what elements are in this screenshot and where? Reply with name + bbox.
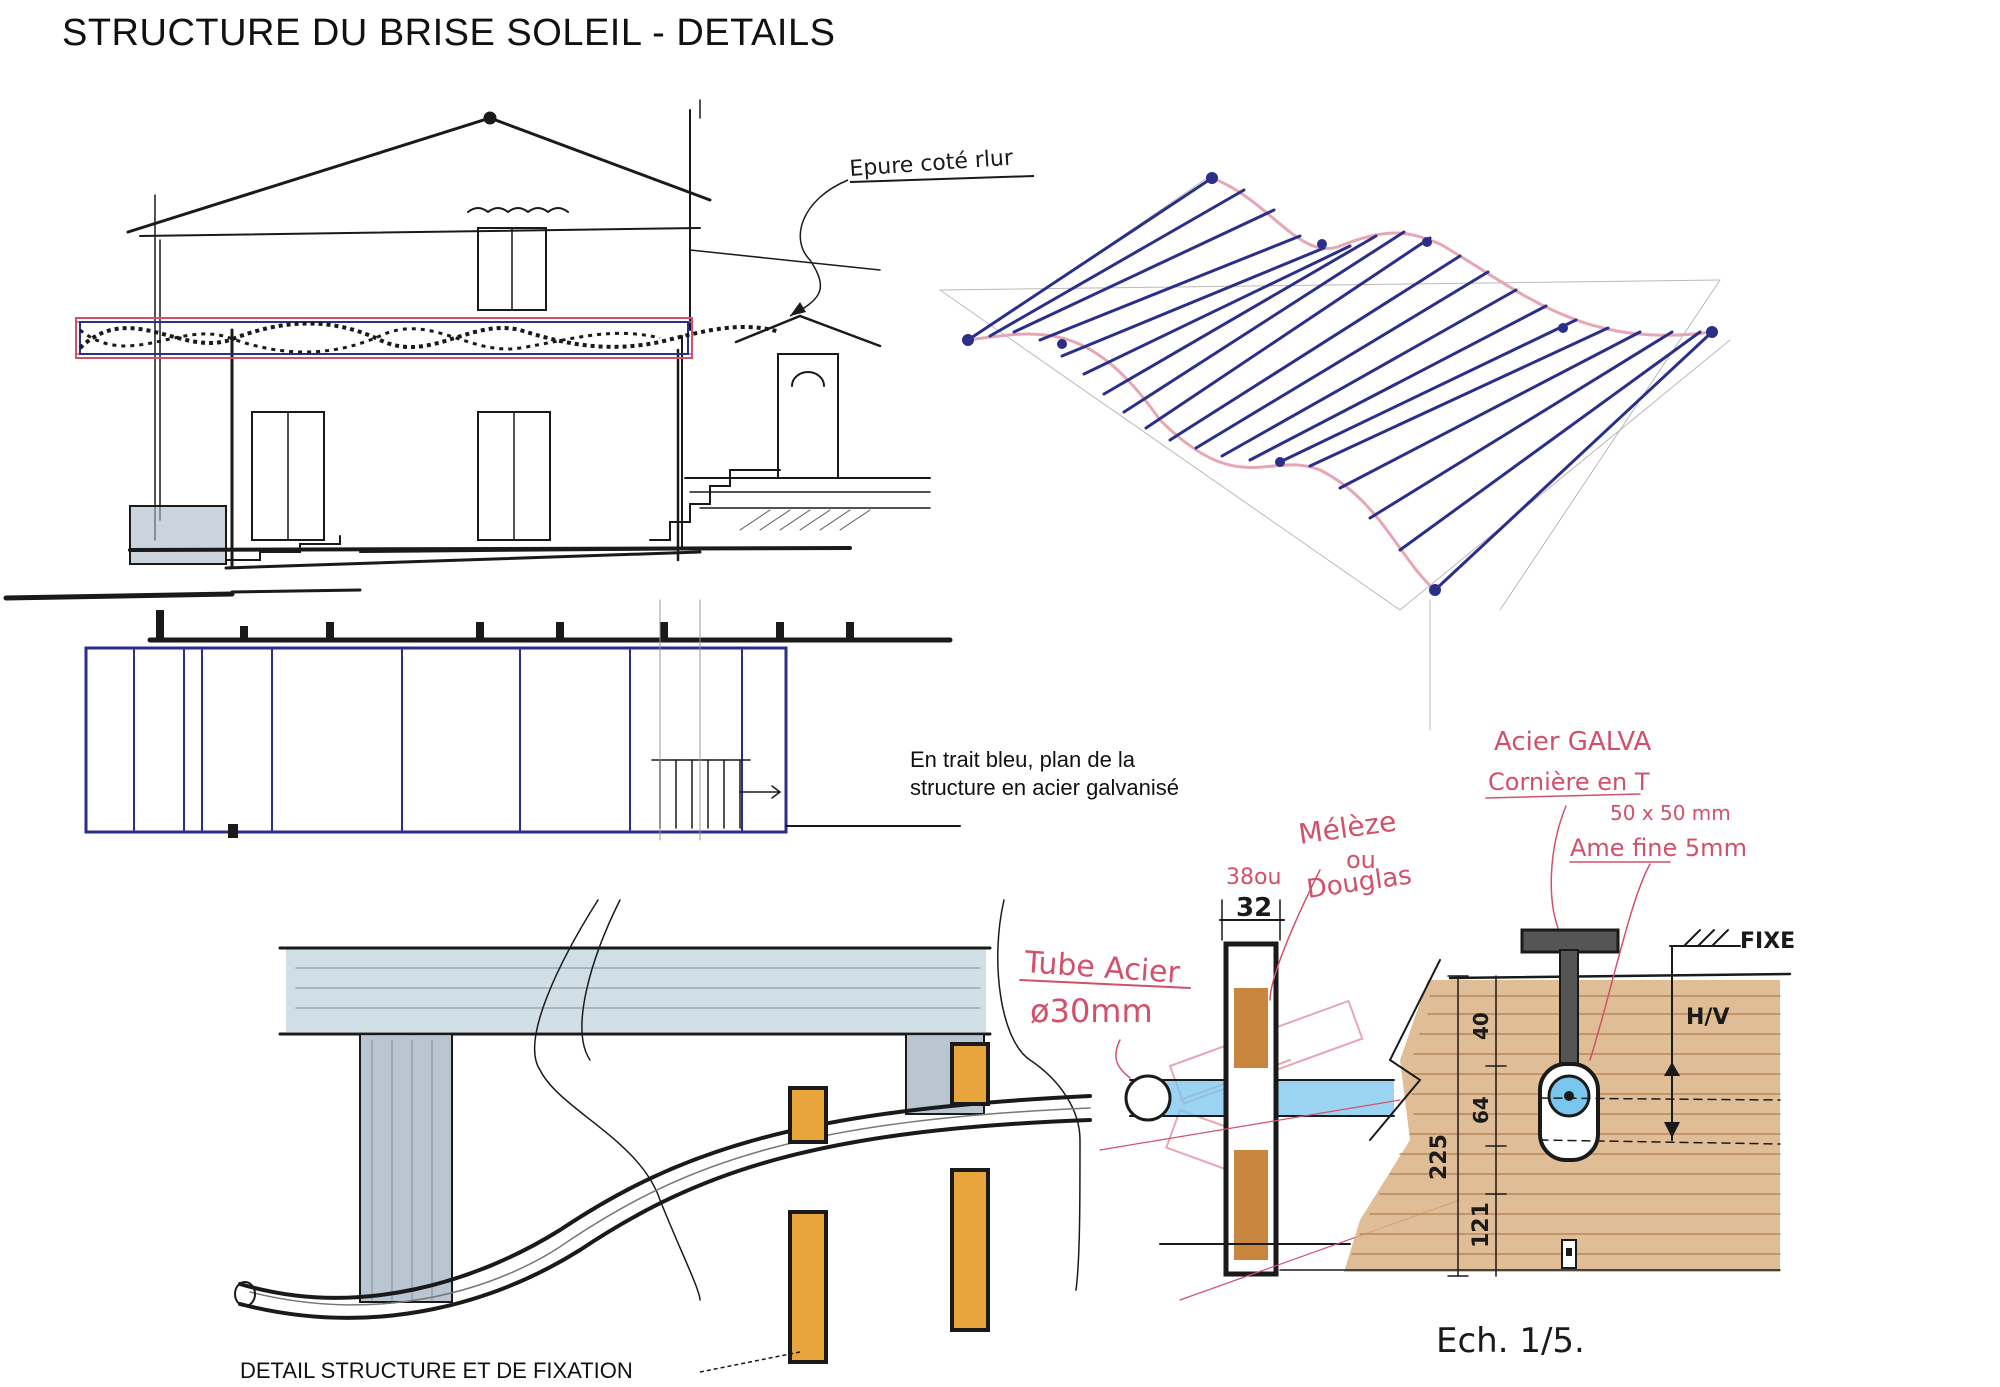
blue-caption-line-1: En trait bleu, plan de la: [910, 747, 1136, 772]
hv-label: H/V: [1686, 1005, 1729, 1030]
t-angle-detail: FIXE 225 40 64 121 H/V Acier GALVA Co: [1279, 727, 1795, 1361]
tube-label-2: ø30mm: [1030, 992, 1153, 1030]
sunshade-3d-sketch: [939, 172, 1731, 731]
page-title: STRUCTURE DU BRISE SOLEIL - DETAILS: [62, 12, 836, 54]
wood-label-1: Mélèze: [1296, 805, 1398, 851]
blue-structure-caption: En trait bleu, plan de la structure en a…: [910, 746, 1179, 802]
acier-label-1: Acier GALVA: [1494, 727, 1651, 757]
dim-64: 64: [1469, 1096, 1493, 1124]
section-detail: 38ou 32 Mélèze ou Douglas Tube Acier ø30…: [1019, 805, 1461, 1301]
detail-structure: [234, 899, 1092, 1364]
detail-caption-leader: [699, 1351, 801, 1373]
fixe-label: FIXE: [1740, 929, 1795, 954]
scale-label: Ech. 1/5.: [1436, 1321, 1585, 1361]
acier-label-4: Ame fine 5mm: [1570, 834, 1747, 862]
wood-label-2: ou: [1346, 846, 1376, 874]
house-elevation: [3, 99, 931, 601]
wood-label-3: Douglas: [1305, 861, 1414, 905]
sunshade-slats: [966, 176, 1714, 592]
acier-label-2: Cornière en T: [1488, 768, 1650, 796]
detail-caption: DETAIL STRUCTURE ET DE FIXATION: [240, 1358, 633, 1383]
epure-annotation: Epure coté rlur: [789, 146, 1035, 317]
blue-caption-line-2: structure en acier galvanisé: [910, 775, 1180, 800]
acier-label-3: 50 x 50 mm: [1610, 801, 1731, 825]
plan-view: [84, 599, 961, 841]
dim-40: 40: [1469, 1012, 1493, 1040]
dim-121: 121: [1469, 1202, 1494, 1248]
dim-32: 32: [1236, 893, 1272, 923]
elevation-sunshade-frame: [75, 317, 781, 359]
dim-225: 225: [1427, 1134, 1452, 1180]
wood-posts: [788, 1042, 990, 1364]
dim-38ou: 38ou: [1226, 865, 1281, 890]
